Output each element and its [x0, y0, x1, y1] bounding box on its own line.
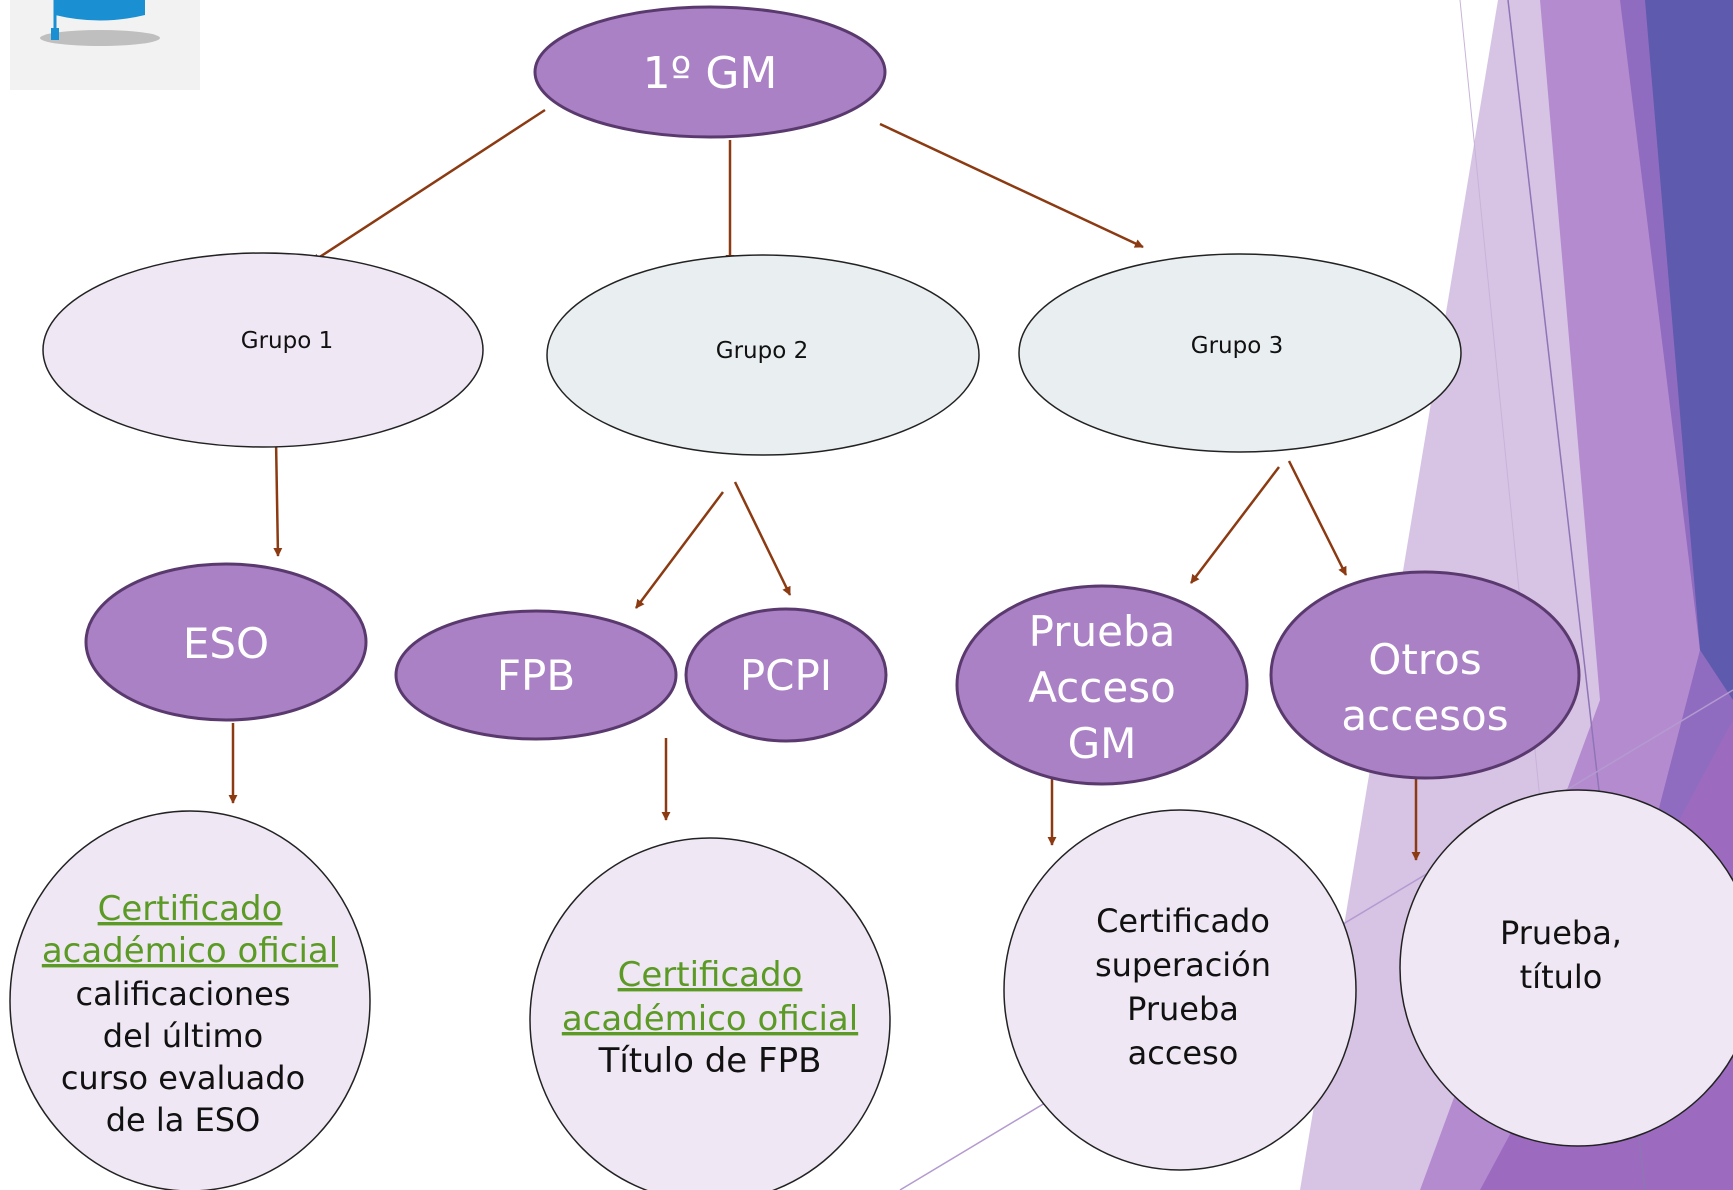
arrow-group3-otros — [1287, 460, 1348, 576]
doc1-text-line-2: del último — [103, 1017, 263, 1055]
route-node-pcpi: PCPI — [684, 607, 888, 743]
arrow-root-group3 — [879, 122, 1144, 249]
arrow-group3-prueba — [1190, 466, 1280, 584]
group-node-3: Grupo 3 — [1018, 253, 1462, 453]
fpb-label: FPB — [497, 651, 575, 700]
root-label: 1º GM — [643, 48, 778, 99]
arrow-group1-eso — [273, 439, 283, 557]
group-1-label: Grupo 1 — [241, 328, 333, 354]
doc4-text-line-1: Prueba, — [1500, 914, 1622, 952]
prueba-line-3: GM — [1068, 719, 1137, 768]
route-node-otros: Otros accesos — [1269, 570, 1581, 780]
doc3-text-line-2: superación — [1095, 946, 1271, 984]
logo — [10, 0, 200, 90]
prueba-line-2: Acceso — [1028, 663, 1176, 712]
group-3-label: Grupo 3 — [1191, 333, 1283, 359]
pcpi-label: PCPI — [740, 651, 832, 700]
doc1-text-line-1: calificaciones — [75, 975, 290, 1013]
eso-label: ESO — [183, 619, 269, 668]
doc2-link-line-2[interactable]: académico oficial — [562, 999, 858, 1039]
doc1-link-line-1[interactable]: Certificado — [98, 889, 283, 929]
doc3-text-line-4: acceso — [1128, 1034, 1239, 1072]
document-node-1: Certificado académico oficial calificaci… — [9, 810, 371, 1190]
doc4-text-line-2: título — [1520, 958, 1603, 996]
otros-line-1: Otros — [1368, 635, 1481, 684]
group-2-label: Grupo 2 — [716, 338, 808, 364]
otros-line-2: accesos — [1341, 691, 1508, 740]
document-node-2: Certificado académico oficial Título de … — [529, 837, 891, 1190]
doc3-text-line-1: Certificado — [1096, 902, 1270, 940]
group-node-2: Grupo 2 — [546, 254, 980, 456]
arrow-group2-pcpi — [733, 481, 792, 596]
group-node-1: Grupo 1 — [42, 252, 484, 448]
arrow-root-group1 — [311, 108, 546, 264]
route-node-eso: ESO — [84, 562, 368, 722]
root-node: 1º GM — [533, 5, 887, 139]
connector-arrows — [228, 108, 1421, 861]
doc1-text-line-4: de la ESO — [106, 1101, 261, 1139]
doc2-link-line-1[interactable]: Certificado — [618, 955, 803, 995]
doc2-text-line-1: Título de FPB — [598, 1041, 822, 1081]
route-node-fpb: FPB — [394, 609, 678, 741]
graduation-cap-icon — [40, 0, 160, 46]
document-node-3: Certificado superación Prueba acceso — [1003, 809, 1357, 1171]
route-node-prueba: Prueba Acceso GM — [955, 584, 1249, 786]
doc3-text-line-3: Prueba — [1127, 990, 1239, 1028]
doc1-link-line-2[interactable]: académico oficial — [42, 931, 338, 971]
arrow-group2-fpb — [635, 491, 724, 609]
doc1-text-line-3: curso evaluado — [61, 1059, 305, 1097]
prueba-line-1: Prueba — [1029, 607, 1176, 656]
document-node-4: Prueba, título — [1399, 789, 1733, 1147]
